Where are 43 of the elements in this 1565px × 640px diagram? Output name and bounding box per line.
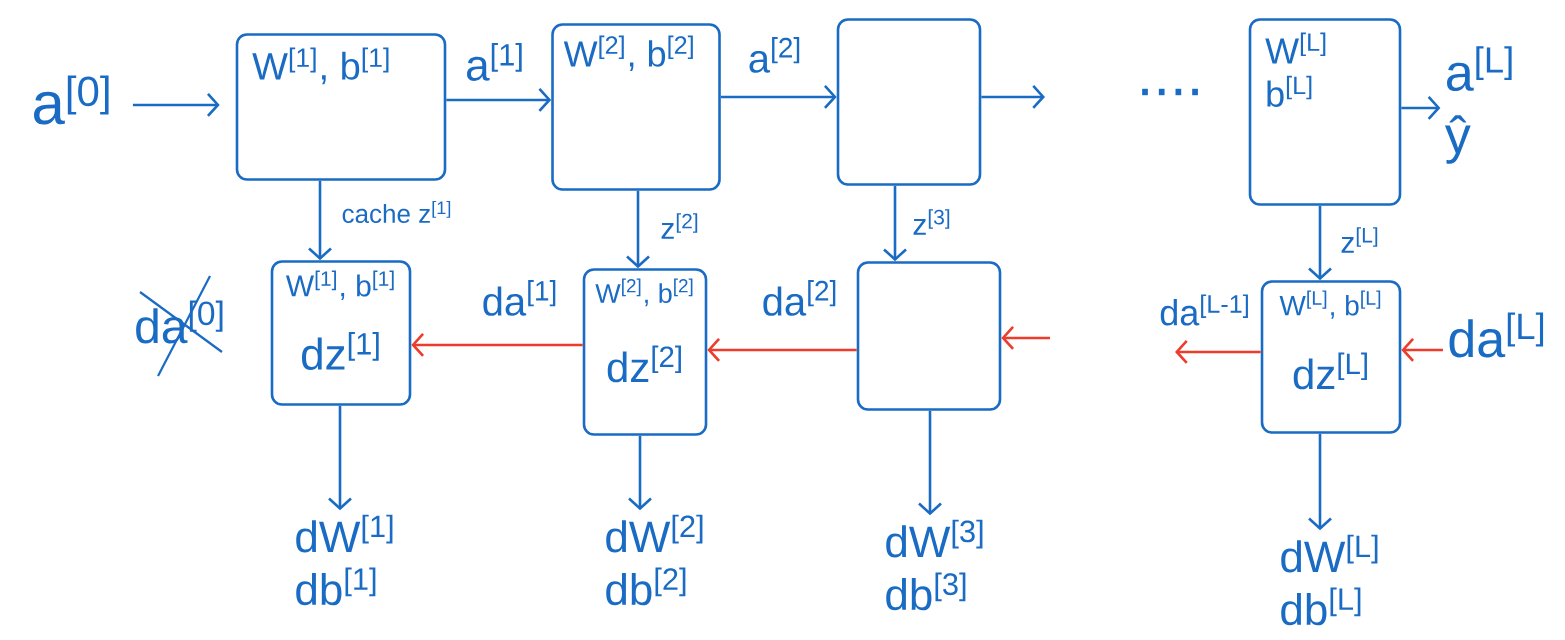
layer-box: W$^{[2]}$, b$^{[2]}$ (551, 23, 721, 191)
arrow (308, 180, 332, 261)
math-label: da$^{[L]}$ (1449, 312, 1544, 358)
edge-label: a$^{[1]}$ (463, 41, 527, 83)
edge-label: cache z$^{[1]}$ (339, 198, 455, 226)
arrow (132, 93, 220, 117)
layer-box: W$^{[1]}$, b$^{[1]}$ (235, 33, 447, 181)
edge-label: z$^{[3]}$ (910, 207, 954, 237)
arrow (883, 185, 907, 262)
arrow (628, 435, 652, 511)
arrow (1401, 96, 1441, 120)
arrow (626, 190, 650, 269)
layer-box: W$^{[L]}$, b$^{[L]}$ dz$^{[L]}$ (1260, 280, 1402, 434)
math-label: dW$^{[1]}$ db$^{[1]}$ (296, 514, 393, 606)
edge-label: da$^{[L-1]}$ (1157, 292, 1253, 328)
math-label: dW$^{[3]}$ db$^{[3]}$ (886, 519, 983, 611)
edge-label: a$^{[2]}$ (745, 35, 805, 75)
math-label: dW$^{[2]}$ db$^{[2]}$ (606, 514, 703, 606)
layer-box: W$^{[L]}$ b$^{[L]}$ (1248, 18, 1402, 206)
arrow (707, 338, 857, 362)
arrow (981, 85, 1045, 109)
arrow (1001, 326, 1050, 350)
layer-box: W$^{[2]}$, b$^{[2]}$ dz$^{[2]}$ (582, 268, 708, 436)
arrow (1308, 205, 1332, 281)
arrow (1175, 340, 1261, 364)
arrow (411, 333, 583, 357)
arrow (1308, 433, 1332, 531)
edge-label: z$^{[L]}$ (1338, 225, 1382, 255)
arrow (1401, 338, 1443, 362)
layer-box (856, 261, 1002, 411)
arrow (918, 410, 942, 516)
edge-label: da$^{[2]}$ (759, 278, 841, 318)
layer-box: W$^{[1]}$, b$^{[1]}$ dz$^{[1]}$ (270, 260, 412, 406)
arrow (446, 88, 552, 112)
ellipsis: .... (1142, 88, 1198, 96)
math-label: a$^{[L]}$ ŷ (1444, 46, 1512, 164)
arrow (328, 405, 352, 511)
edge-label: da$^{[1]}$ (479, 278, 561, 318)
math-label: dW$^{[L]}$ db$^{[L]}$ (1281, 534, 1378, 626)
edge-label: z$^{[2]}$ (658, 211, 702, 241)
arrow (720, 85, 837, 109)
math-label: a$^{[0]}$ (34, 75, 109, 125)
layer-box (836, 18, 982, 186)
